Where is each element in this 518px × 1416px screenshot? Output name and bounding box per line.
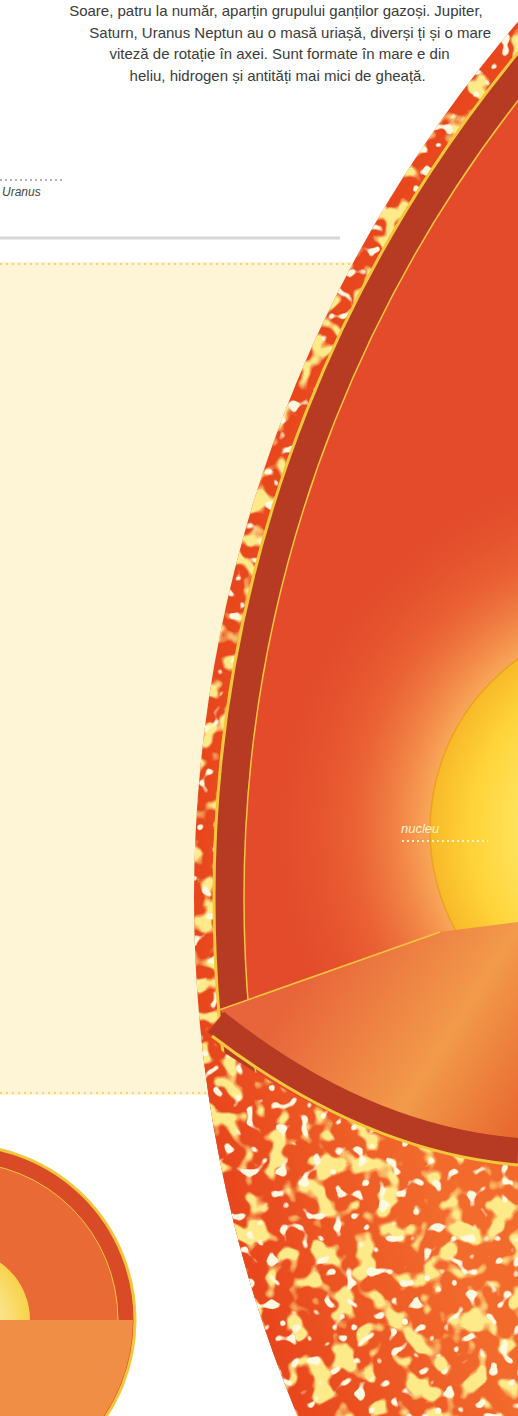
planet-shell — [0, 1145, 135, 1416]
body-paragraph-text: Soare, patru la număr, aparțin grupului … — [69, 2, 491, 84]
planet-core — [0, 1250, 30, 1320]
corona-lower — [150, 0, 518, 1416]
cut-edge — [219, 932, 440, 1010]
part-label-text: nucleu — [401, 821, 439, 836]
planet-label: Uranus — [2, 185, 41, 199]
planet-cut-face — [0, 1320, 133, 1416]
shell-edge — [212, 1036, 518, 1165]
grey-rule — [0, 237, 340, 240]
leader-line — [402, 840, 488, 842]
uranus-cutaway — [0, 1145, 135, 1416]
body-paragraph: Soare, patru la număr, aparțin grupului … — [2, 0, 518, 200]
planet-label-text: Uranus — [2, 185, 41, 199]
part-label: nucleu — [401, 821, 439, 836]
sun-corona — [150, 0, 518, 1416]
leader-line — [0, 179, 62, 181]
